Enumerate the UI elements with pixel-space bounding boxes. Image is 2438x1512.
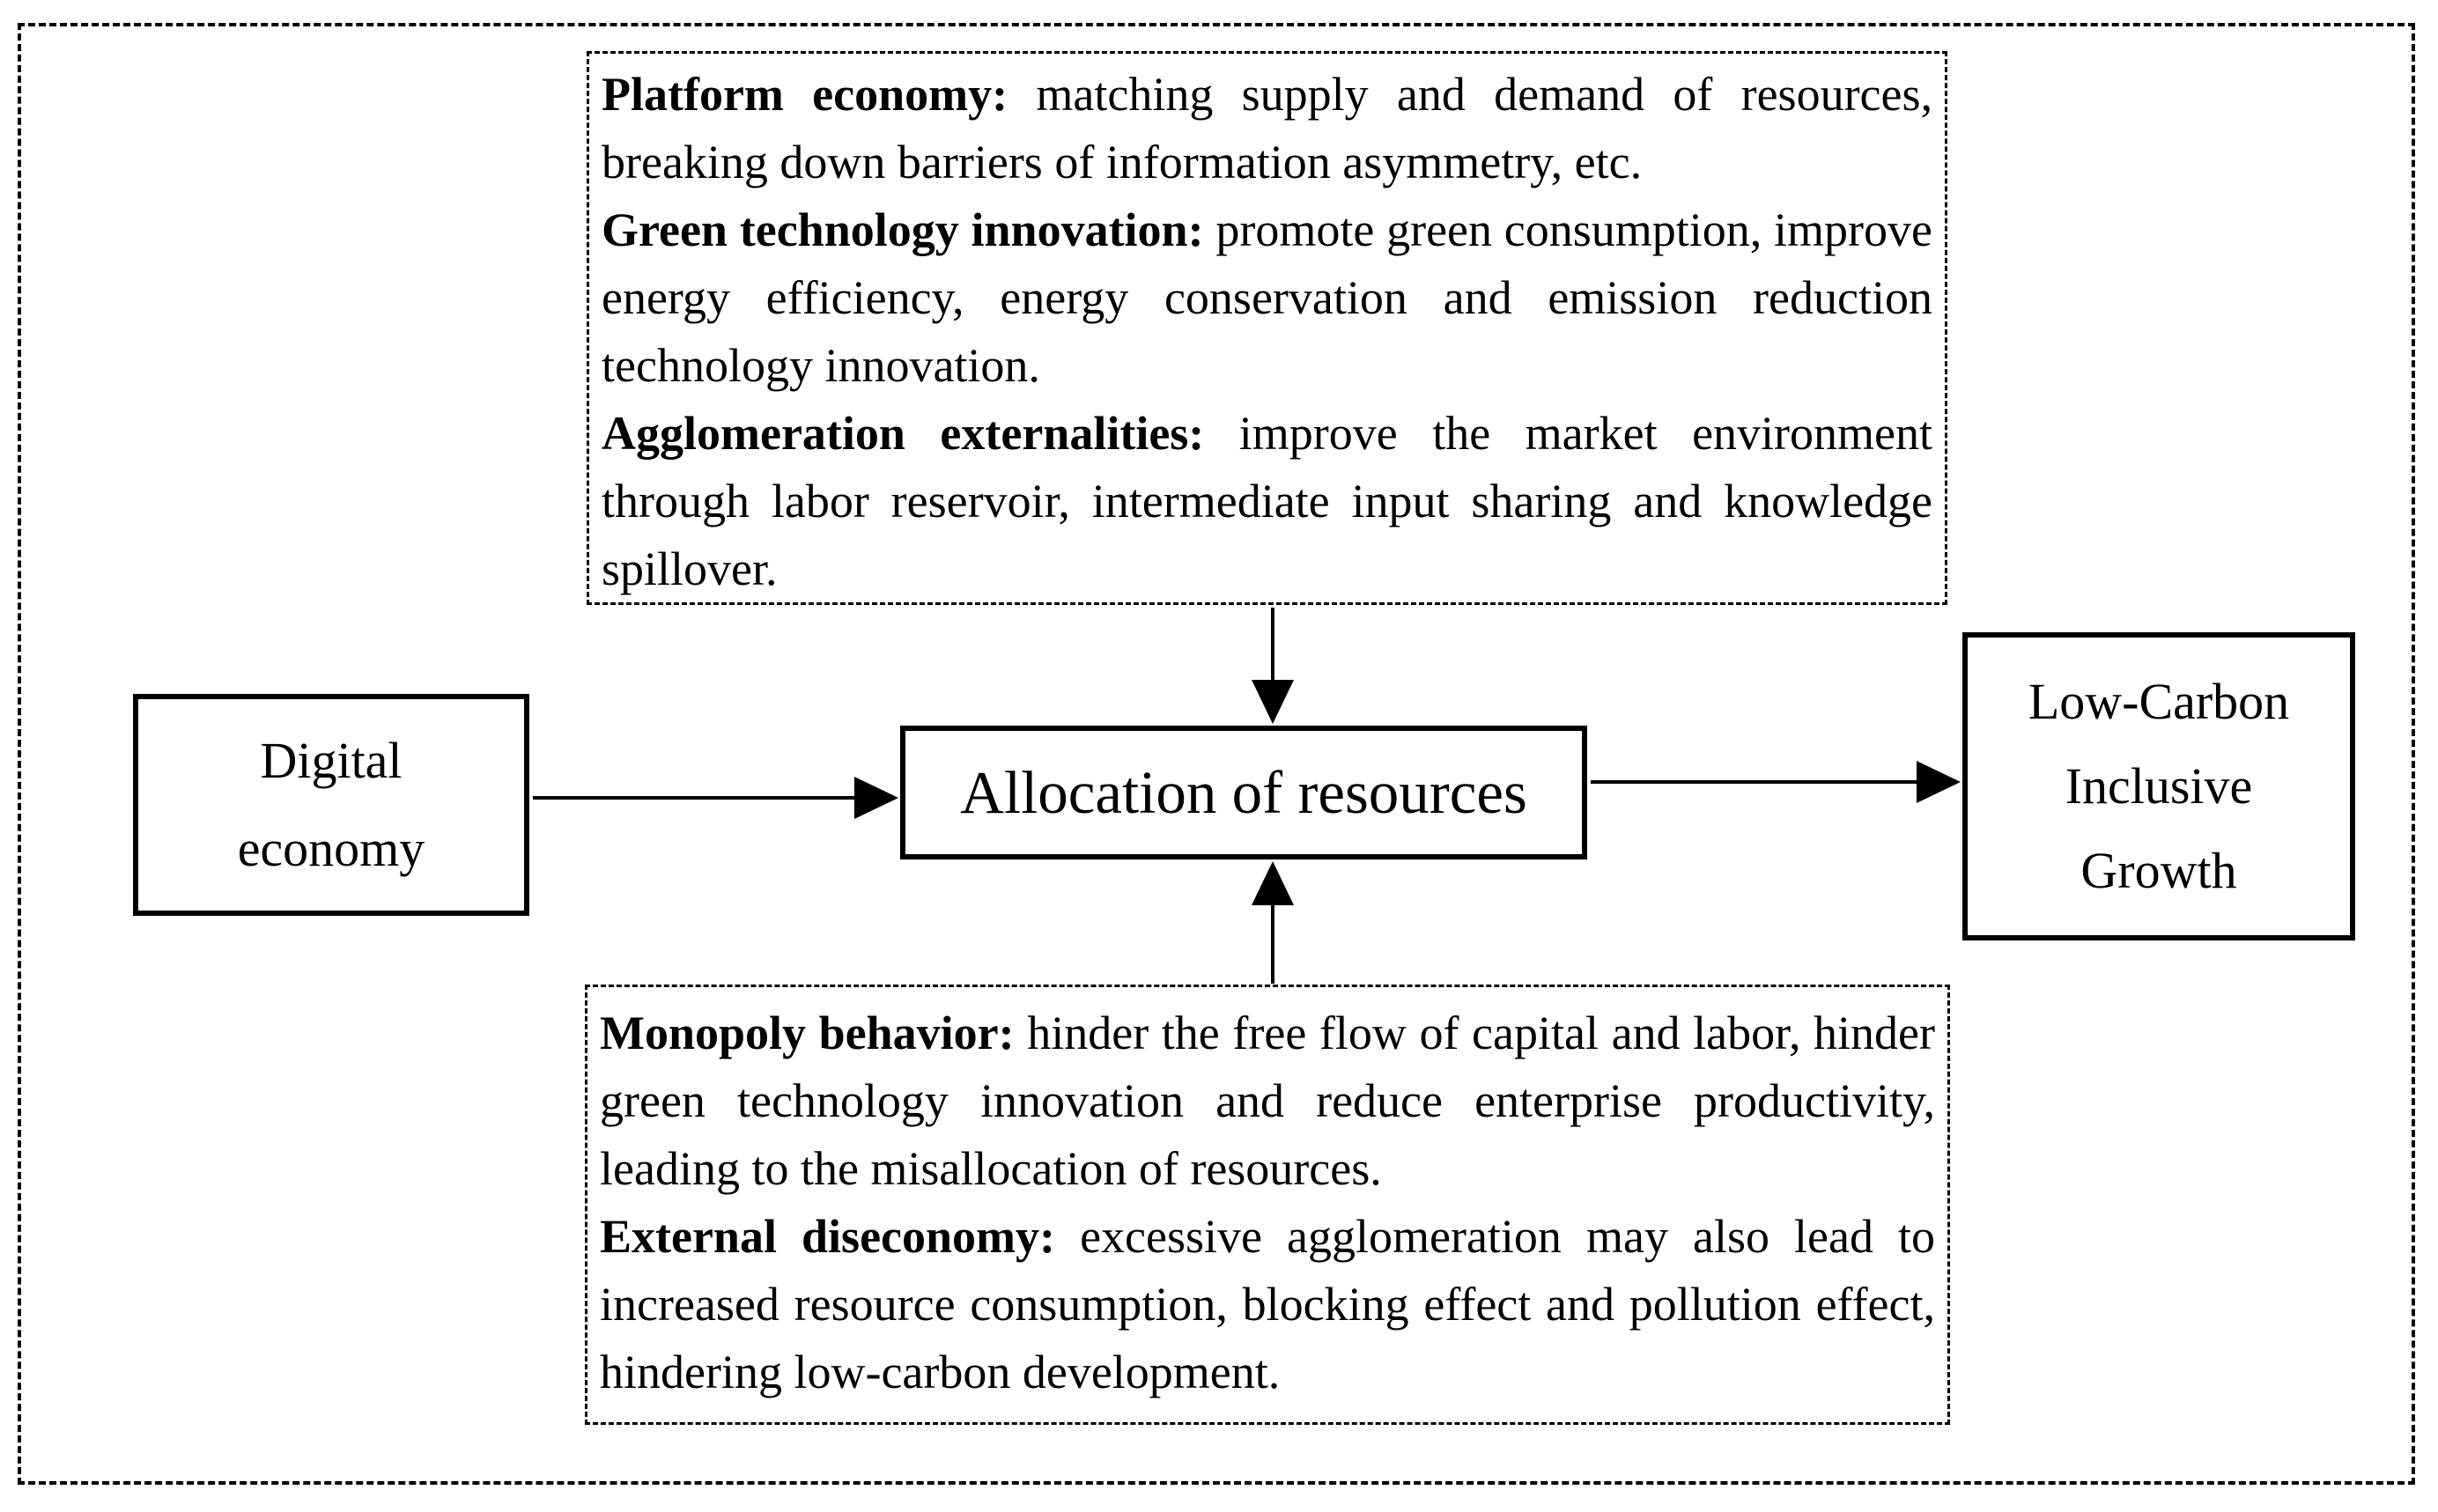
green-technology-item: Green technology innovation: promote gre…	[602, 196, 1932, 400]
platform-economy-term: Platform economy:	[602, 68, 1008, 121]
allocation-of-resources-label: Allocation of resources	[960, 759, 1527, 826]
platform-economy-description: matching supply and demand of resources,…	[602, 68, 1933, 188]
allocation-of-resources-node: Allocation of resources	[900, 726, 1587, 859]
green-technology-description: promote green consumption, improve energ…	[602, 203, 1933, 392]
external-diseconomy-description: excessive agglomeration may also lead to…	[600, 1210, 1936, 1398]
agglomeration-term: Agglomeration externalities:	[602, 407, 1205, 460]
external-diseconomy-term: External diseconomy:	[600, 1210, 1056, 1263]
digital-economy-label-line2: economy	[237, 820, 425, 877]
low-carbon-label-line2: Inclusive	[2065, 757, 2253, 815]
outer-dashed-frame	[18, 23, 2415, 1485]
monopoly-behavior-term: Monopoly behavior:	[600, 1007, 1015, 1059]
low-carbon-label-line3: Growth	[2080, 842, 2237, 899]
digital-economy-label-line1: Digital	[260, 732, 403, 789]
green-technology-term: Green technology innovation:	[602, 203, 1204, 256]
external-diseconomy-item: External diseconomy: excessive agglomera…	[600, 1203, 1935, 1406]
positive-mechanisms-box: Platform economy: matching supply and de…	[587, 51, 1947, 605]
platform-economy-item: Platform economy: matching supply and de…	[602, 61, 1932, 196]
monopoly-behavior-item: Monopoly behavior: hinder the free flow …	[600, 999, 1935, 1203]
low-carbon-label-line1: Low-Carbon	[2028, 673, 2290, 730]
negative-mechanisms-box: Monopoly behavior: hinder the free flow …	[585, 985, 1950, 1425]
agglomeration-item: Agglomeration externalities: improve the…	[602, 400, 1932, 603]
low-carbon-inclusive-growth-node: Low-Carbon Inclusive Growth	[1962, 632, 2355, 940]
digital-economy-node: Digital economy	[133, 694, 529, 916]
agglomeration-description: improve the market environment through l…	[602, 407, 1933, 595]
monopoly-behavior-description: hinder the free flow of capital and labo…	[600, 1007, 1936, 1195]
